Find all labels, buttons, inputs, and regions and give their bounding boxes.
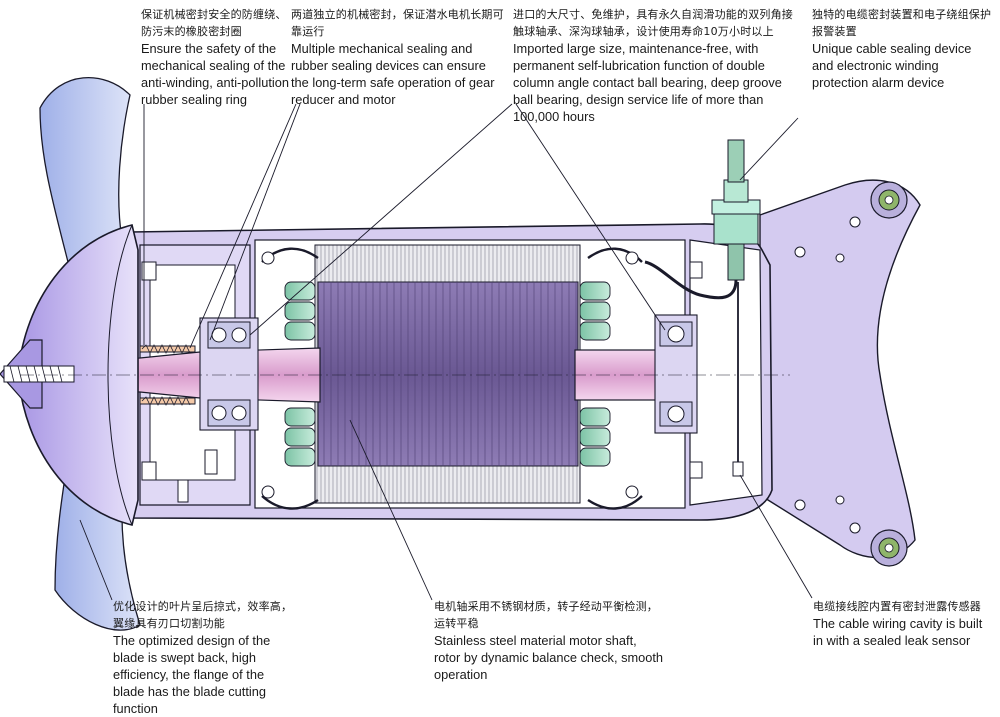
leak-sensor [732, 461, 744, 477]
stator-windings [284, 281, 611, 467]
annotation-en: The cable wiring cavity is built in with… [813, 616, 983, 648]
annotation-zh: 独特的电缆密封装置和电子绕组保护报警装置 [812, 8, 992, 38]
cable-gland [711, 139, 761, 281]
annotation-en: Unique cable sealing device and electron… [812, 41, 972, 90]
upper-blade [39, 77, 131, 271]
front-bearing [199, 317, 259, 431]
annotation-en: Imported large size, maintenance-free, w… [513, 41, 782, 124]
annotation-en: Ensure the safety of the mechanical seal… [141, 41, 289, 107]
annotation-motor-shaft: 电机轴采用不锈钢材质，转子经动平衡检测，运转平稳 Stainless steel… [434, 598, 664, 683]
rear-bearing [654, 314, 698, 434]
annotation-cable-cavity: 电缆接线腔内置有密封泄露传感器 The cable wiring cavity … [813, 598, 983, 649]
housing-bolts [141, 261, 703, 503]
leader-lines [79, 103, 813, 601]
hub-bolt [3, 365, 75, 383]
annotation-zh: 保证机械密封安全的防缠绕、防污末的橡胶密封圈 [141, 8, 287, 38]
bracket-bolts [794, 216, 861, 534]
annotation-mechanical-seal: 两道独立的机械密封，保证潜水电机长期可靠运行 Multiple mechanic… [291, 6, 506, 108]
annotation-en: Stainless steel material motor shaft, ro… [434, 633, 664, 682]
annotation-zh: 两道独立的机械密封，保证潜水电机长期可靠运行 [291, 8, 504, 38]
annotation-en: The optimized design of the blade is swe… [113, 633, 271, 716]
annotation-zh: 优化设计的叶片呈后掠式，效率高，翼缘具有刃口切割功能 [113, 600, 293, 630]
annotation-zh: 电缆接线腔内置有密封泄露传感器 [813, 600, 981, 613]
annotation-blade: 优化设计的叶片呈后掠式，效率高，翼缘具有刃口切割功能 The optimized… [113, 598, 293, 717]
power-cable [644, 260, 738, 300]
annotation-cable-seal: 独特的电缆密封装置和电子绕组保护报警装置 Unique cable sealin… [812, 6, 992, 91]
annotation-zh: 进口的大尺寸、免维护，具有永久自润滑功能的双列角接触球轴承、深沟球轴承，设计使用… [513, 8, 793, 38]
annotation-en: Multiple mechanical sealing and rubber s… [291, 41, 495, 107]
annotation-bearings: 进口的大尺寸、免维护，具有永久自润滑功能的双列角接触球轴承、深沟球轴承，设计使用… [513, 6, 798, 125]
annotation-rubber-sealing-ring: 保证机械密封安全的防缠绕、防污末的橡胶密封圈 Ensure the safety… [141, 6, 291, 108]
annotation-zh: 电机轴采用不锈钢材质，转子经动平衡检测，运转平稳 [434, 600, 658, 630]
mechanical-seal [139, 345, 196, 405]
